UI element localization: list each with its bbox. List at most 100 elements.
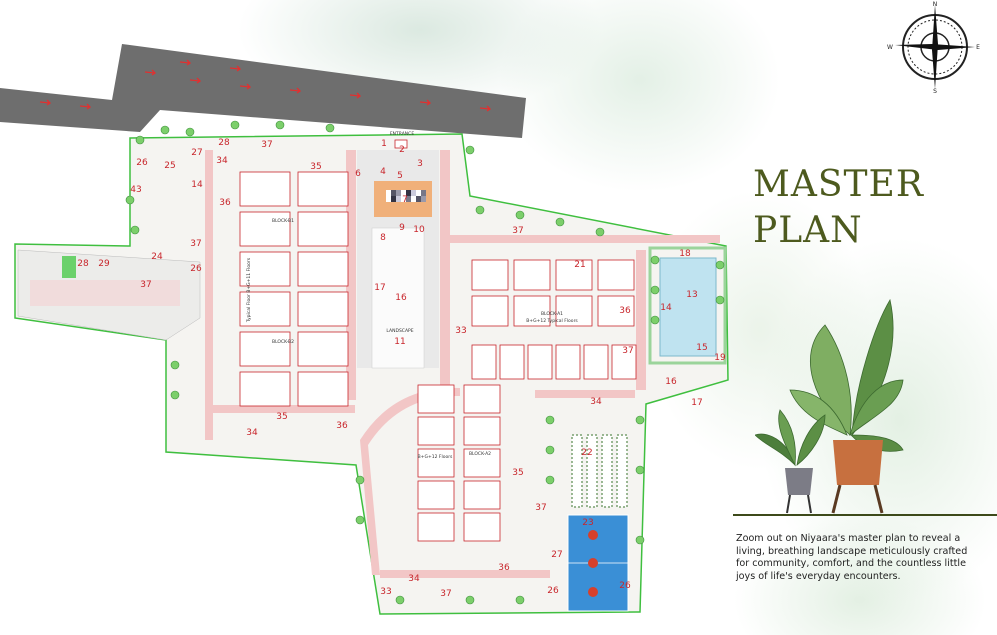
apartment-unit xyxy=(297,211,349,247)
court-hoop-1 xyxy=(588,530,598,540)
apartment-unit xyxy=(463,512,501,542)
plan-label-19: 19 xyxy=(714,353,726,363)
clubhouse-tile xyxy=(391,190,396,196)
tree xyxy=(475,205,485,215)
plan-label-29: 29 xyxy=(98,259,110,269)
road xyxy=(0,44,526,138)
tree xyxy=(160,125,170,135)
plan-label-10: 10 xyxy=(413,225,425,235)
apartment-unit xyxy=(463,448,501,478)
plan-label-26: 26 xyxy=(136,158,148,168)
tree xyxy=(650,285,660,295)
plan-label-36: 36 xyxy=(336,421,348,431)
plan-label-37: 37 xyxy=(622,346,633,356)
tree xyxy=(395,595,405,605)
traffic-arrow xyxy=(189,77,202,84)
apartment-unit xyxy=(417,384,455,414)
apartment-unit xyxy=(239,211,291,247)
block-a1-label: BLOCK-A1 xyxy=(541,311,563,317)
clubhouse-tile xyxy=(401,196,406,202)
apartment-unit xyxy=(417,512,455,542)
apartment-unit xyxy=(297,171,349,207)
clubhouse-tile xyxy=(386,196,391,202)
entrance-label: ENTRANCE xyxy=(390,131,414,137)
apartment-unit xyxy=(297,371,349,407)
plan-label-37: 37 xyxy=(261,140,272,150)
garden-beds xyxy=(571,434,628,508)
plan-label-35: 35 xyxy=(310,162,321,172)
traffic-arrow xyxy=(179,59,192,66)
plan-label-5: 5 xyxy=(397,171,403,181)
garden-bed xyxy=(586,434,598,508)
plan-label-18: 18 xyxy=(679,249,691,259)
trees xyxy=(125,120,725,605)
plan-label-26: 26 xyxy=(190,264,202,274)
plan-label-11: 11 xyxy=(394,337,405,347)
tree xyxy=(715,295,725,305)
plan-label-27: 27 xyxy=(551,550,562,560)
clubhouse-tile xyxy=(416,190,421,196)
block-b-floors: Typical Floor B+G+11 Floors xyxy=(246,257,252,323)
apartment-unit xyxy=(555,295,593,327)
apartment-unit xyxy=(499,344,525,380)
apartment-unit xyxy=(297,251,349,287)
tree xyxy=(515,210,525,220)
plan-label-14: 14 xyxy=(660,303,672,313)
apartment-unit xyxy=(471,295,509,327)
page-title: MASTER PLAN xyxy=(753,162,924,254)
plan-label-26: 26 xyxy=(547,586,559,596)
apartment-unit xyxy=(463,416,501,446)
parking-strip xyxy=(30,280,180,306)
tree xyxy=(135,135,145,145)
tree xyxy=(650,315,660,325)
description-text: Zoom out on Niyaara's master plan to rev… xyxy=(736,533,968,582)
clubhouse-tile xyxy=(396,196,401,202)
apartment-unit xyxy=(597,295,635,327)
tree xyxy=(275,120,285,130)
court-hoop-2 xyxy=(588,558,598,568)
traffic-arrow xyxy=(79,103,92,110)
plan-label-17: 17 xyxy=(691,398,702,408)
plan-label-8: 8 xyxy=(380,233,386,243)
plan-label-4: 4 xyxy=(380,167,386,177)
plan-label-16: 16 xyxy=(395,293,407,303)
tree xyxy=(130,225,140,235)
plan-label-9: 9 xyxy=(399,223,405,233)
compass-s: S xyxy=(933,88,937,95)
plan-label-15: 15 xyxy=(696,343,707,353)
block-a2-label: BLOCK-A2 xyxy=(469,451,491,457)
compass-e: E xyxy=(976,44,980,51)
traffic-arrow xyxy=(229,65,242,72)
traffic-arrow xyxy=(479,105,492,112)
plan-label-7: 7 xyxy=(402,195,408,205)
apartment-unit xyxy=(555,344,581,380)
traffic-arrow xyxy=(349,92,362,99)
apartment-unit xyxy=(527,344,553,380)
plan-label-37: 37 xyxy=(440,589,451,599)
tree xyxy=(355,475,365,485)
apartment-unit xyxy=(555,259,593,291)
clubhouse-tile xyxy=(421,196,426,202)
green-patch xyxy=(62,256,76,278)
plan-label-17: 17 xyxy=(374,283,385,293)
apartment-unit xyxy=(239,331,291,367)
compass-n: N xyxy=(933,1,938,8)
apartment-unit xyxy=(471,344,497,380)
block-b2-label: BLOCK-B2 xyxy=(272,339,294,345)
tree xyxy=(465,145,475,155)
block-b1-label: BLOCK-B1 xyxy=(272,218,294,224)
plan-label-3: 3 xyxy=(417,159,423,169)
clubhouse-tile xyxy=(386,190,391,196)
plan-label-26: 26 xyxy=(619,581,631,591)
garden-bed xyxy=(571,434,583,508)
apartment-unit xyxy=(513,295,551,327)
divider xyxy=(733,514,997,516)
clubhouse-tile xyxy=(411,196,416,202)
apartment-unit xyxy=(417,416,455,446)
plan-label-36: 36 xyxy=(498,563,510,573)
traffic-arrow xyxy=(289,87,302,94)
plan-label-21: 21 xyxy=(574,260,585,270)
apartment-unit xyxy=(471,259,509,291)
